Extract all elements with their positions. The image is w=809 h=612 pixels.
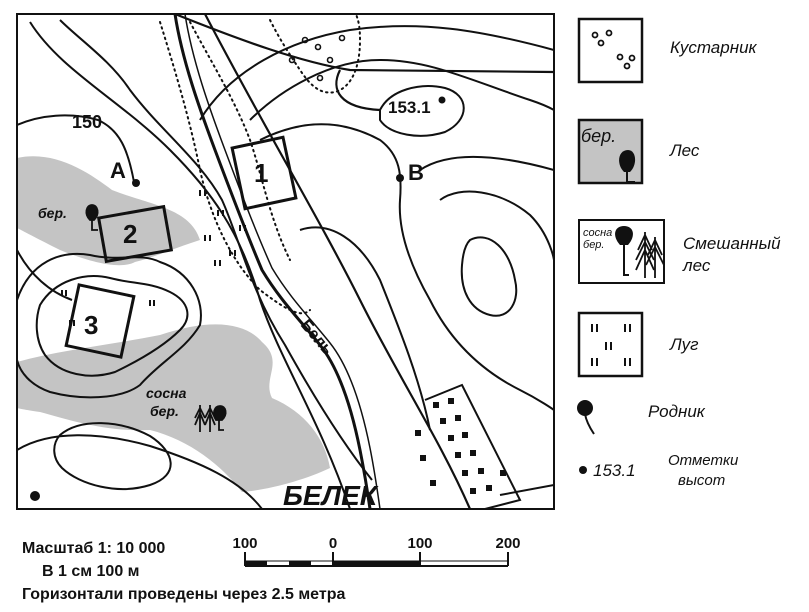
- mixed-pine-label-map: сосна: [146, 385, 187, 401]
- river-bel: [173, 14, 372, 509]
- birch-label-map: бер.: [38, 205, 67, 221]
- contour-line: [199, 25, 554, 121]
- legend-mixed-forest-label-1: Смешанный: [683, 234, 781, 253]
- legend-mixed-sample-pine: сосна: [583, 227, 612, 239]
- village-belek: [415, 383, 554, 509]
- legend-elevation-label-2: высот: [678, 472, 726, 489]
- contour-line: [249, 58, 554, 121]
- contour-line: [460, 236, 518, 317]
- contour-interval-note: Горизонтали проведены через 2.5 метра: [22, 586, 346, 603]
- contour-line: [439, 190, 554, 261]
- legend-forest-label: Лес: [670, 141, 700, 160]
- plot-1-boundary: [230, 135, 298, 211]
- legend-forest-symbol: [577, 118, 644, 185]
- legend: [577, 17, 665, 474]
- legend-shrub-label: Кустарник: [670, 38, 757, 57]
- legend-meadow-symbol: [577, 311, 644, 378]
- plot-3-label: 3: [84, 310, 98, 340]
- contour-line: [299, 226, 431, 431]
- contour-line: [259, 123, 554, 411]
- legend-spring-icon: [577, 400, 595, 435]
- legend-elevation-sample: 153.1: [593, 461, 636, 480]
- scale-bar: 100 0 100 200: [232, 535, 521, 567]
- contour-line: [53, 422, 172, 490]
- spring-dot-map: [30, 491, 40, 501]
- point-b-label: B: [408, 160, 424, 185]
- legend-elevation-label-1: Отметки: [668, 452, 739, 469]
- roads: [174, 14, 554, 509]
- scale-tick-label: 100: [232, 535, 257, 552]
- contour-line: [419, 155, 554, 171]
- legend-mixed-forest-symbol: [578, 219, 665, 284]
- contour-line: [17, 434, 263, 509]
- contour-line: [17, 253, 202, 399]
- contour-label-150: 150: [72, 112, 102, 132]
- forest-area-west: [17, 156, 200, 266]
- contour-line: [29, 21, 351, 509]
- legend-shrub-symbol: [577, 17, 644, 84]
- legend-spring-label: Родник: [648, 402, 705, 421]
- scale-tick-label: 0: [329, 535, 337, 552]
- contour-line: [379, 85, 465, 137]
- contour-line: [59, 19, 373, 481]
- point-a-label: A: [110, 158, 126, 183]
- forest-area-south: [17, 324, 330, 492]
- height-mark-label: 153.1: [388, 98, 431, 117]
- plot-3-boundary: [64, 283, 136, 359]
- contour-line: [35, 275, 189, 377]
- birch-symbol-map: [85, 204, 99, 231]
- village-label: БЕЛЕК: [283, 480, 379, 511]
- legend-forest-sample-text: бер.: [581, 126, 616, 146]
- legend-elevation-dot: [579, 466, 587, 474]
- point-a-marker: [132, 179, 140, 187]
- scale-subtitle: В 1 см 100 м: [42, 563, 140, 580]
- map-frame: [16, 13, 555, 510]
- legend-mixed-sample-birch: бер.: [583, 239, 604, 251]
- plot-1-label: 1: [254, 158, 268, 188]
- scale-tick-label: 200: [495, 535, 520, 552]
- contour-lines: [17, 19, 554, 509]
- contour-line: [17, 114, 135, 183]
- legend-meadow-label: Луг: [670, 335, 699, 354]
- legend-mixed-forest-label-2: лес: [683, 256, 711, 275]
- road-diagonal: [204, 14, 472, 509]
- height-mark-dot: [438, 96, 446, 104]
- map-body: 150 A B 153.1 1 2 3 Бель БЕЛЕК бер. сосн…: [17, 14, 554, 511]
- road-north: [174, 14, 554, 74]
- scale-tick-label: 100: [407, 535, 432, 552]
- mixed-forest-symbol-map: [194, 405, 227, 432]
- point-b-marker: [396, 174, 404, 182]
- scale-title: Масштаб 1: 10 000: [22, 540, 166, 557]
- plots: [64, 135, 298, 359]
- river-bel-bank: [184, 14, 381, 509]
- contour-line: [17, 249, 73, 301]
- river-label: Бель: [297, 317, 336, 359]
- shrub-symbols: [288, 34, 346, 82]
- plot-2-label: 2: [123, 219, 137, 249]
- road-loop: [335, 69, 381, 112]
- mixed-birch-label-map: бер.: [150, 403, 179, 419]
- plot-2-boundary: [96, 204, 174, 264]
